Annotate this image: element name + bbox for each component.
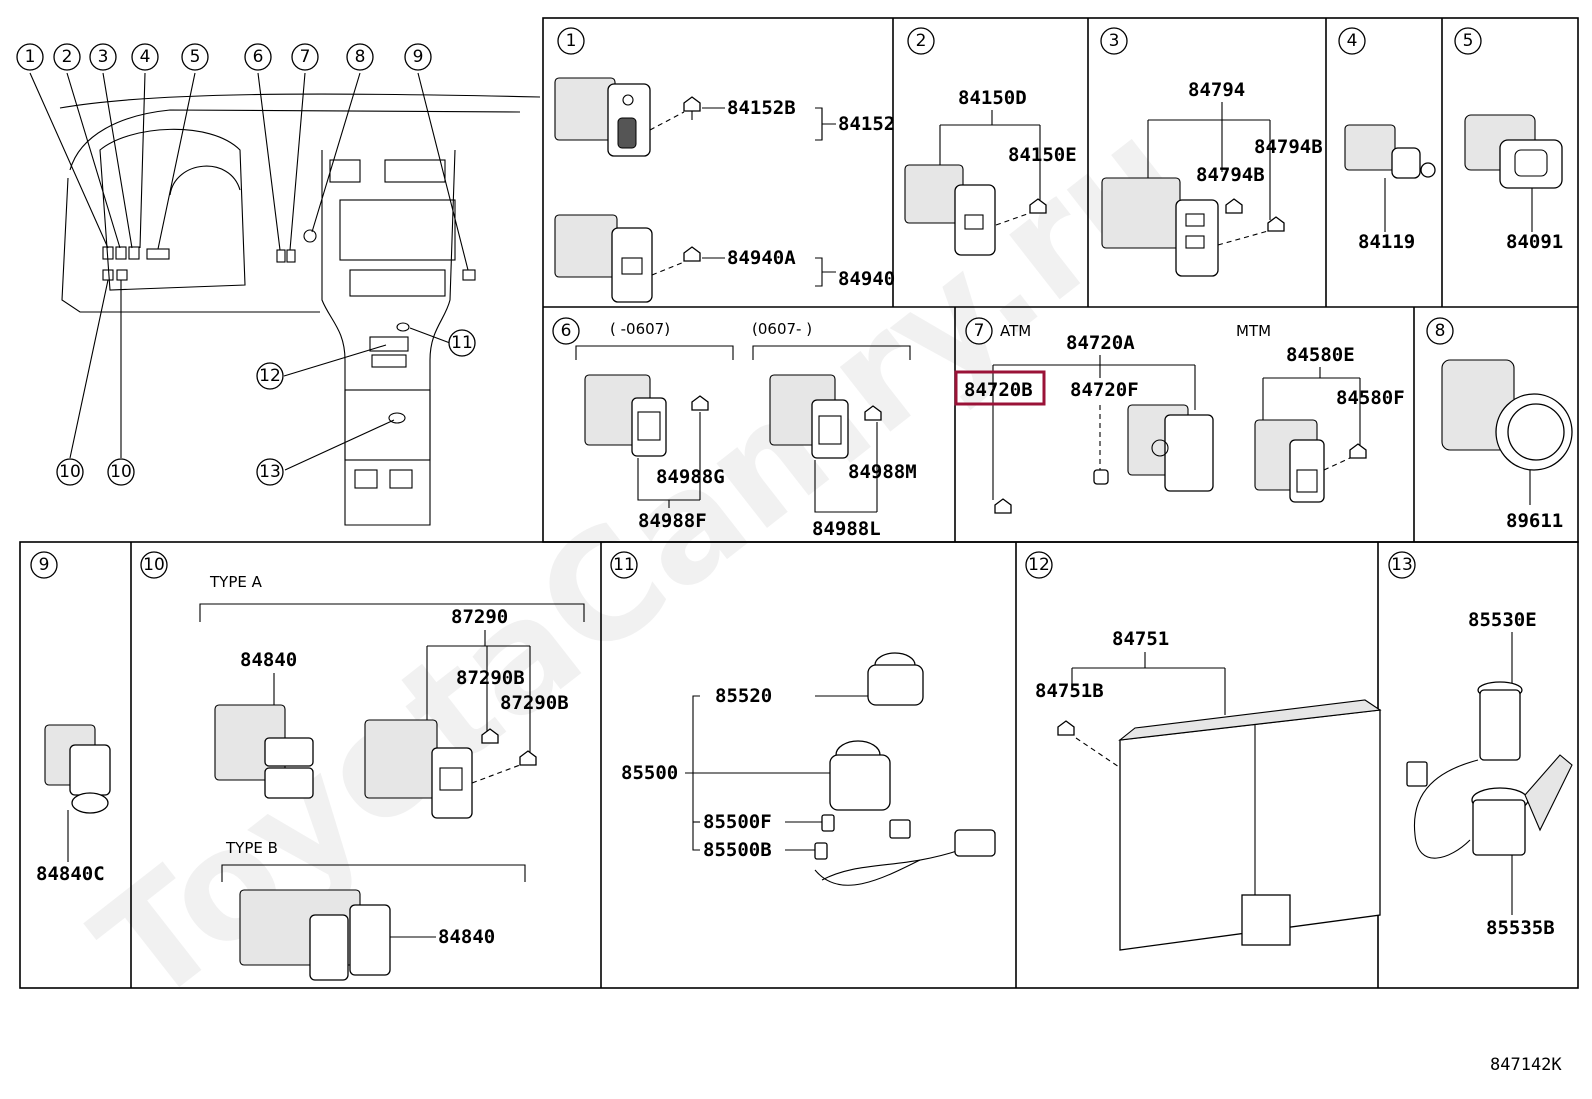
- part-84091: 84091: [1506, 231, 1563, 253]
- dashboard-overview: [29, 72, 541, 526]
- svg-text:9: 9: [413, 47, 424, 67]
- switch-84152: [554, 77, 651, 157]
- label-type-a: TYPE A: [209, 573, 263, 591]
- panel-6: 6 ( -0607) (0607- ) 84988G 84988F 84988M…: [552, 317, 917, 540]
- label-mtm: MTM: [1236, 322, 1271, 340]
- part-84751B: 84751B: [1035, 680, 1104, 702]
- svg-text:11: 11: [451, 333, 473, 353]
- part-84580E: 84580E: [1286, 344, 1355, 366]
- part-85535B: 85535B: [1486, 917, 1555, 939]
- panel-9: 9 84840C: [30, 551, 111, 885]
- svg-text:13: 13: [1391, 555, 1413, 575]
- part-87290B-b: 87290B: [500, 692, 569, 714]
- part-84988L: 84988L: [812, 518, 881, 540]
- svg-text:4: 4: [140, 47, 151, 67]
- svg-text:3: 3: [1109, 31, 1120, 51]
- svg-text:2: 2: [62, 47, 73, 67]
- svg-text:10: 10: [59, 462, 81, 482]
- svg-text:5: 5: [1463, 31, 1474, 51]
- panel-12: 12 84751 84751B: [1025, 551, 1382, 951]
- svg-text:2: 2: [916, 31, 927, 51]
- highlight-84720B: [954, 370, 1046, 406]
- part-84988F: 84988F: [638, 510, 707, 532]
- part-89611: 89611: [1506, 510, 1563, 532]
- part-84580F: 84580F: [1336, 387, 1405, 409]
- svg-text:6: 6: [253, 47, 264, 67]
- part-84794B-a: 84794B: [1254, 136, 1323, 158]
- panel-4: 4 84119: [1338, 27, 1436, 253]
- part-84152: 84152: [838, 113, 895, 135]
- part-84720F: 84720F: [1070, 379, 1139, 401]
- part-84119: 84119: [1358, 231, 1415, 253]
- part-85500B: 85500B: [703, 839, 772, 861]
- svg-text:12: 12: [1028, 555, 1050, 575]
- part-84988M: 84988M: [848, 461, 917, 483]
- panel-5: 5 84091: [1454, 27, 1563, 253]
- svg-text:1: 1: [25, 47, 36, 67]
- svg-text:1: 1: [566, 31, 577, 51]
- svg-text:10: 10: [143, 555, 165, 575]
- panel-2: 2 84150D 84150E: [904, 27, 1077, 256]
- part-84720B: 84720B: [964, 379, 1033, 401]
- svg-text:9: 9: [39, 555, 50, 575]
- panel-10: 10 TYPE A 84840 87290 87290B 87290B TYPE…: [140, 551, 585, 981]
- svg-text:11: 11: [613, 555, 635, 575]
- label-type-b: TYPE B: [225, 839, 278, 857]
- part-87290B-a: 87290B: [456, 667, 525, 689]
- range-left: ( -0607): [610, 320, 670, 338]
- svg-text:5: 5: [190, 47, 201, 67]
- svg-text:7: 7: [300, 47, 311, 67]
- svg-text:8: 8: [1435, 321, 1446, 341]
- panel-3: 3 84794 84794B 84794B: [1100, 27, 1323, 277]
- part-84150D: 84150D: [958, 87, 1027, 109]
- part-84751: 84751: [1112, 628, 1169, 650]
- panel-7: 7 ATM MTM 84720A 84720B 84720F 84580E 84…: [954, 317, 1405, 514]
- part-84840-b: 84840: [438, 926, 495, 948]
- diagram-id: 847142K: [1490, 1055, 1562, 1075]
- svg-text:13: 13: [259, 462, 281, 482]
- part-84940: 84940: [838, 268, 895, 290]
- panel-13: 13 85530E 85535B: [1388, 551, 1573, 939]
- svg-text:7: 7: [974, 321, 985, 341]
- part-87290: 87290: [451, 606, 508, 628]
- overview-callouts: 1 2 3 4 5 6 7 8 9 11 12 13 10 10: [16, 43, 476, 486]
- part-84940A: 84940A: [727, 247, 796, 269]
- svg-text:8: 8: [355, 47, 366, 67]
- part-84150E: 84150E: [1008, 144, 1077, 166]
- part-85500: 85500: [621, 762, 678, 784]
- range-right: (0607- ): [752, 320, 812, 338]
- svg-text:6: 6: [561, 321, 572, 341]
- svg-text:3: 3: [98, 47, 109, 67]
- svg-text:10: 10: [110, 462, 132, 482]
- part-84152B: 84152B: [727, 97, 796, 119]
- part-84794: 84794: [1188, 79, 1245, 101]
- panel-11: 11 85520 85500 85500F 85500B: [610, 551, 996, 886]
- part-84794B-b: 84794B: [1196, 164, 1265, 186]
- part-84840C: 84840C: [36, 863, 105, 885]
- label-atm: ATM: [1000, 322, 1031, 340]
- part-85500F: 85500F: [703, 811, 772, 833]
- part-84840-a: 84840: [240, 649, 297, 671]
- svg-text:12: 12: [259, 366, 281, 386]
- panel-8: 8 89611: [1426, 317, 1573, 532]
- part-85530E: 85530E: [1468, 609, 1537, 631]
- part-85520: 85520: [715, 685, 772, 707]
- switch-84940: [554, 214, 653, 303]
- svg-text:4: 4: [1347, 31, 1358, 51]
- part-84988G: 84988G: [656, 466, 725, 488]
- part-84720A: 84720A: [1066, 332, 1135, 354]
- panel-1: 1 84152B 84152 84940A 84940: [554, 27, 895, 303]
